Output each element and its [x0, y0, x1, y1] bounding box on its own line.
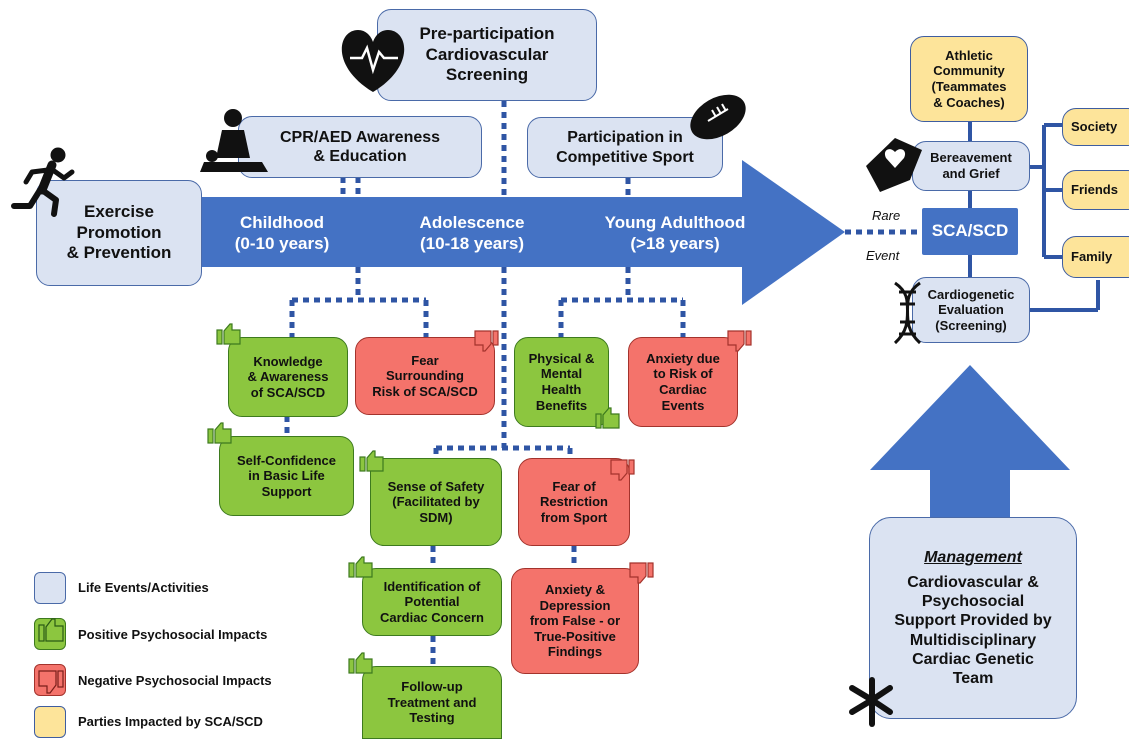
fear-restriction-label: Fear of Restriction from Sport: [540, 478, 608, 525]
family-label: Family: [1071, 249, 1113, 265]
follow-up-box: Follow-up Treatment and Testing: [362, 666, 502, 739]
society-label: Society: [1071, 119, 1118, 135]
cardiogenetic-box: Cardiogenetic Evaluation (Screening): [912, 277, 1030, 343]
follow-up-label: Follow-up Treatment and Testing: [387, 679, 477, 726]
football-icon: [690, 94, 746, 140]
legend-life-swatch: [34, 572, 66, 604]
hands-icon: [849, 677, 893, 727]
adolescence-label: Adolescence (10-18 years): [419, 213, 525, 254]
legend-thumbs-up-icon: [38, 618, 64, 642]
anxiety-depression-box: Anxiety & Depression from False - or Tru…: [511, 568, 639, 674]
dna-icon: [893, 281, 922, 345]
heart-icon: [341, 30, 405, 92]
anxiety-depression-label: Anxiety & Depression from False - or Tru…: [529, 582, 621, 660]
identification-box: Identification of Potential Cardiac Conc…: [362, 568, 502, 636]
thumbs-down-icon: [727, 330, 752, 352]
cardiogenetic-label: Cardiogenetic Evaluation (Screening): [927, 286, 1015, 333]
sca-scd-box: SCA/SCD: [922, 208, 1018, 255]
thumbs-down-icon: [629, 562, 654, 584]
competitive-sport-label: Participation in Competitive Sport: [556, 129, 694, 166]
broken-heart-icon: [866, 138, 922, 192]
timeline-arrow: [195, 160, 845, 305]
legend-positive-label: Positive Psychosocial Impacts: [78, 627, 268, 642]
thumbs-up-icon: [595, 407, 620, 429]
physical-mental-box: Physical & Mental Health Benefits: [514, 337, 609, 427]
athletic-community-box: Athletic Community (Teammates & Coaches): [910, 36, 1028, 122]
fear-sca-box: Fear Surrounding Risk of SCA/SCD: [355, 337, 495, 415]
legend-thumbs-down-icon: [38, 670, 64, 694]
thumbs-up-icon: [216, 323, 241, 345]
self-confidence-label: Self-Confidence in Basic Life Support: [237, 452, 336, 499]
family-box: Family: [1062, 236, 1129, 278]
screening-label: Pre-participation Cardiovascular Screeni…: [419, 24, 555, 85]
competitive-sport-box: Participation in Competitive Sport: [527, 117, 723, 178]
cpr-label: CPR/AED Awareness & Education: [279, 128, 441, 165]
dotted-connectors: [284, 101, 922, 666]
management-box: Management Cardiovascular & Psychosocial…: [869, 517, 1077, 719]
bereavement-label: Bereavement and Grief: [930, 150, 1012, 181]
athletic-community-label: Athletic Community (Teammates & Coaches): [931, 47, 1007, 110]
anxiety-cardiac-label: Anxiety due to Risk of Cardiac Events: [646, 350, 720, 413]
anxiety-cardiac-box: Anxiety due to Risk of Cardiac Events: [628, 337, 738, 427]
legend-parties-label: Parties Impacted by SCA/SCD: [78, 714, 263, 729]
event-label: Event: [866, 248, 900, 263]
sca-scd-label: SCA/SCD: [931, 221, 1009, 241]
physical-mental-label: Physical & Mental Health Benefits: [528, 350, 595, 413]
childhood-label: Childhood (0-10 years): [234, 213, 330, 254]
cpr-box: CPR/AED Awareness & Education: [238, 116, 482, 178]
young-adulthood-label: Young Adulthood (>18 years): [604, 213, 746, 254]
management-title: Management: [924, 548, 1022, 566]
screening-box: Pre-participation Cardiovascular Screeni…: [377, 9, 597, 101]
fear-sca-label: Fear Surrounding Risk of SCA/SCD: [372, 352, 478, 399]
exercise-label: Exercise Promotion & Prevention: [66, 202, 172, 263]
thumbs-up-icon: [348, 652, 373, 674]
legend-parties-swatch: [34, 706, 66, 738]
friends-label: Friends: [1071, 182, 1118, 198]
management-up-arrow: [870, 365, 1070, 518]
bereavement-box: Bereavement and Grief: [912, 141, 1030, 191]
thumbs-up-icon: [207, 422, 232, 444]
knowledge-box: Knowledge & Awareness of SCA/SCD: [228, 337, 348, 417]
management-body: Cardiovascular & Psychosocial Support Pr…: [894, 574, 1052, 687]
legend-negative-label: Negative Psychosocial Impacts: [78, 673, 272, 688]
legend-life-label: Life Events/Activities: [78, 580, 209, 595]
thumbs-up-icon: [359, 450, 384, 472]
knowledge-label: Knowledge & Awareness of SCA/SCD: [247, 353, 329, 400]
friends-box: Friends: [1062, 170, 1129, 210]
thumbs-down-icon: [610, 459, 635, 481]
sense-safety-box: Sense of Safety (Facilitated by SDM): [370, 458, 502, 546]
exercise-box: Exercise Promotion & Prevention: [36, 180, 202, 286]
self-confidence-box: Self-Confidence in Basic Life Support: [219, 436, 354, 516]
thumbs-down-icon: [474, 330, 499, 352]
cpr-icon: [200, 109, 268, 172]
right-connectors: [968, 121, 1100, 312]
sense-safety-label: Sense of Safety (Facilitated by SDM): [387, 478, 485, 525]
runner-icon: [11, 147, 75, 217]
rare-label: Rare: [872, 208, 901, 223]
identification-label: Identification of Potential Cardiac Conc…: [379, 578, 485, 625]
society-box: Society: [1062, 108, 1129, 146]
thumbs-up-icon: [348, 556, 373, 578]
